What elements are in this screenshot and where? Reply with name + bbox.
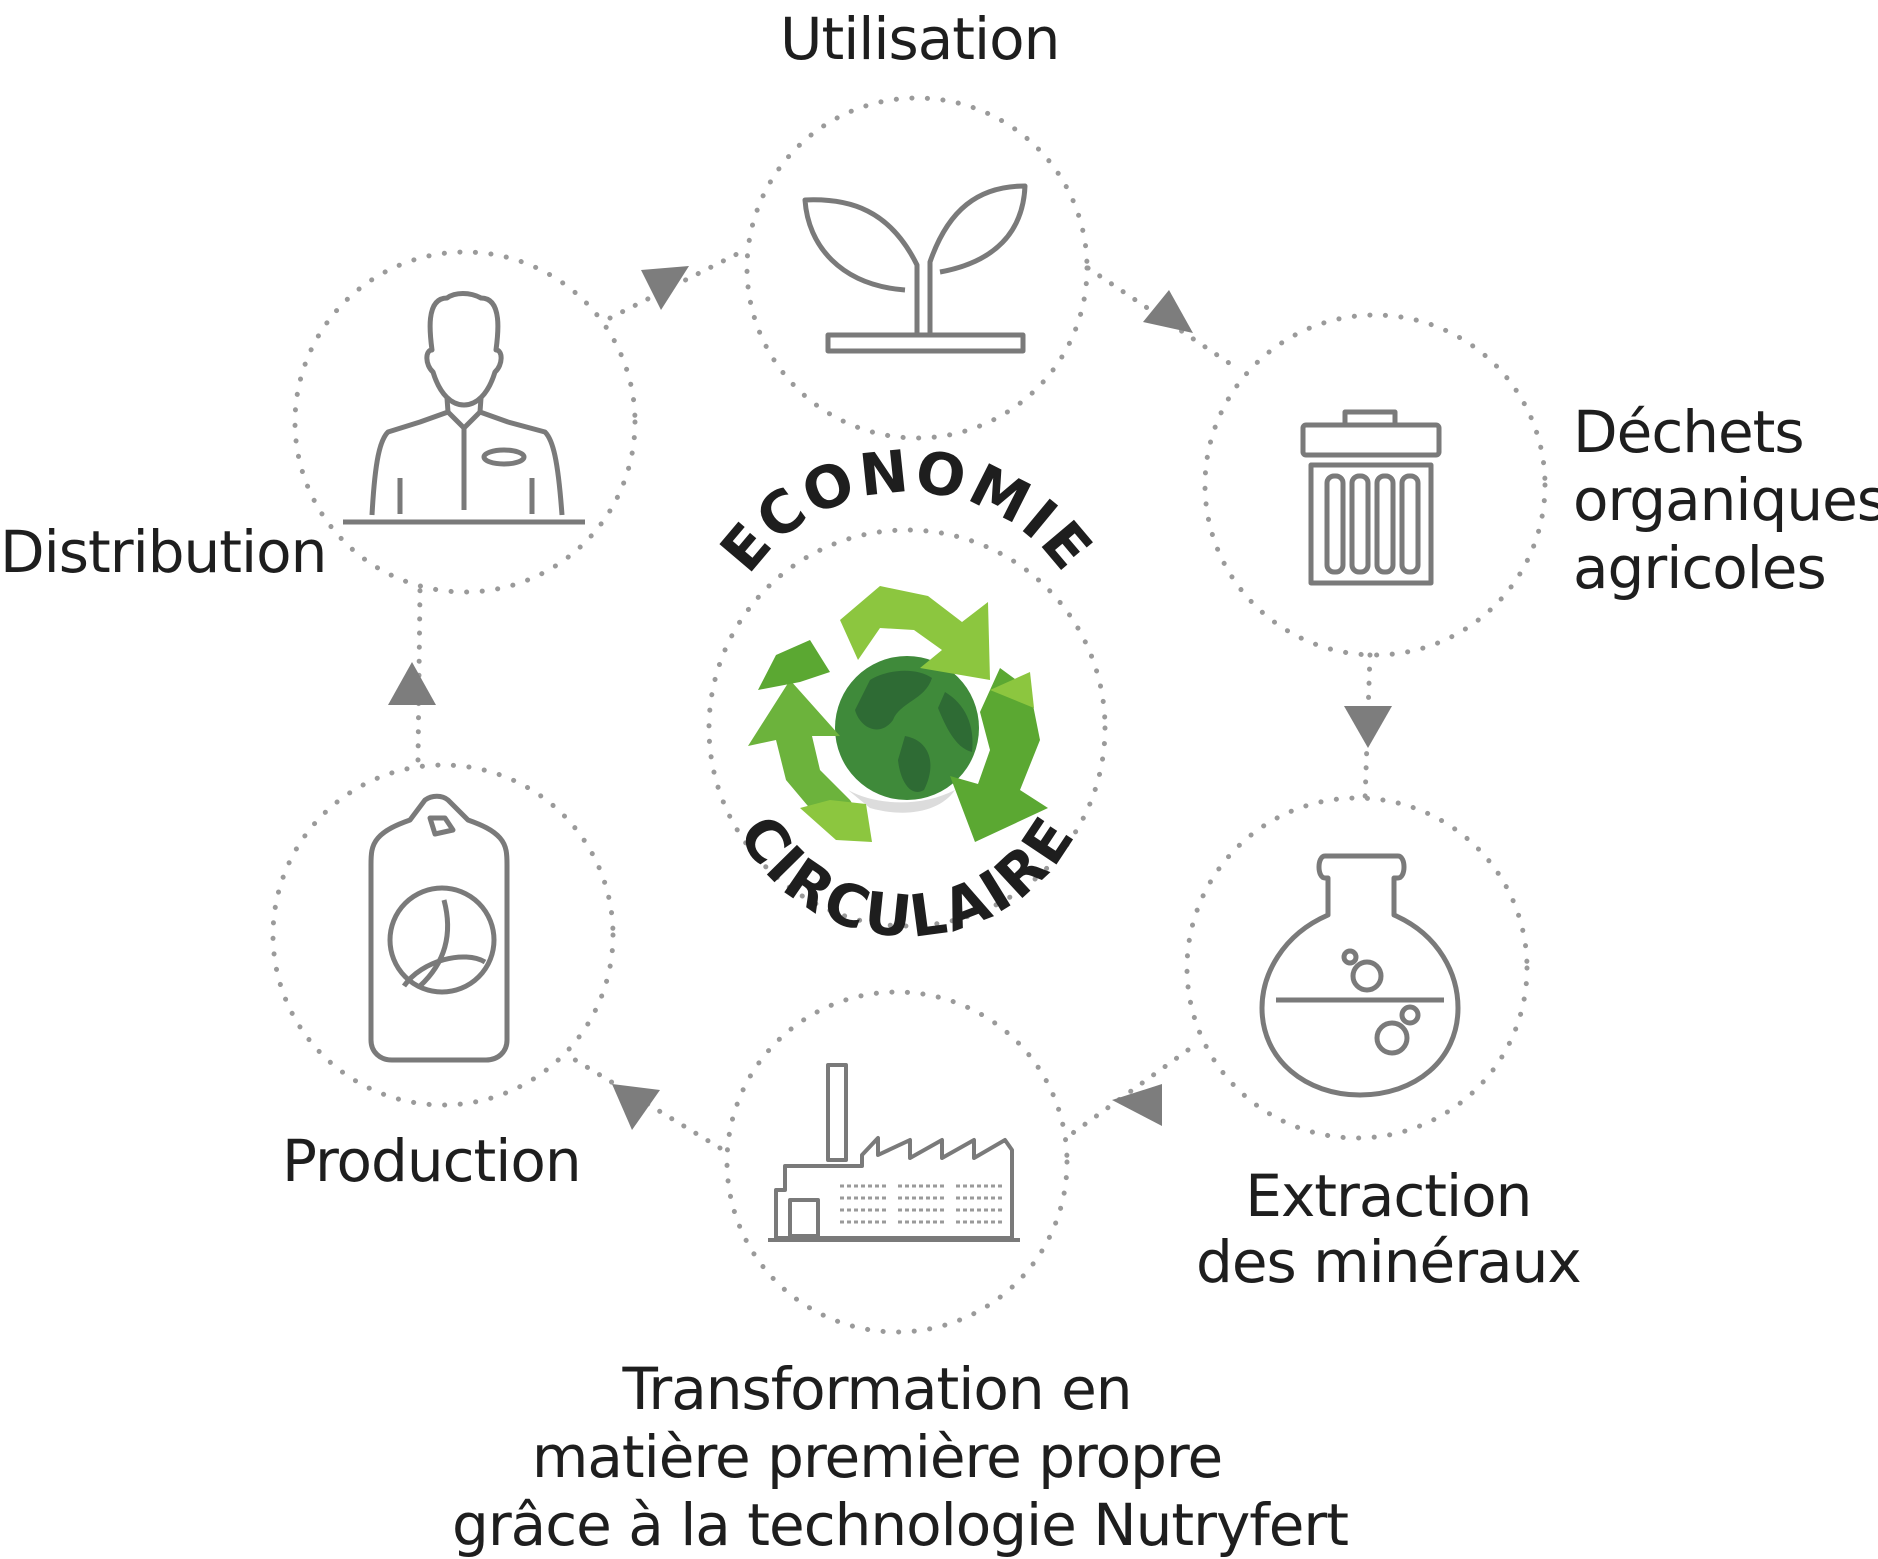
- fertilizer-bag-icon: [368, 793, 510, 1063]
- center-circle: [706, 527, 1108, 929]
- recycle-arrow-top: [840, 586, 990, 680]
- stage-label-distribution: Distribution: [0, 518, 327, 586]
- plant-sprout-icon: [802, 183, 1028, 354]
- node-circle-extraction: [1184, 795, 1530, 1141]
- stage-label-utilisation: Utilisation: [780, 5, 1060, 73]
- arrow-utilisation-to-dechets: [1143, 290, 1193, 333]
- chemistry-flask-icon: [1259, 853, 1461, 1098]
- center-title-bottom: CIRCULAIRE: [725, 803, 1089, 951]
- node-circle-dechets: [1202, 312, 1548, 658]
- arrow-dechets-to-extraction: [1344, 706, 1392, 748]
- arrow-extraction-to-transformation: [1112, 1084, 1162, 1126]
- trash-bin-icon: [1300, 409, 1442, 586]
- recycle-arrow-left: [748, 680, 868, 828]
- salesperson-icon: [343, 291, 585, 525]
- arrow-transformation-to-production: [612, 1084, 660, 1130]
- stage-label-extraction: Extraction des minéraux: [1196, 1162, 1582, 1296]
- stage-label-dechets: Déchets organiques agricoles: [1573, 398, 1878, 602]
- recycle-arrow-right: [950, 668, 1048, 842]
- node-circle-utilisation: [744, 95, 1090, 441]
- node-circle-transformation: [724, 989, 1070, 1335]
- arrow-production-to-distribution: [388, 662, 436, 705]
- recycle-globe-logo: [748, 586, 1048, 842]
- arrow-distribution-to-utilisation: [641, 266, 689, 310]
- stage-label-production: Production: [282, 1127, 582, 1195]
- node-circle-distribution: [292, 249, 638, 595]
- node-circle-production: [270, 762, 616, 1108]
- factory-icon: [768, 1063, 1020, 1242]
- stage-label-transformation: Transformation en matière première propr…: [452, 1355, 1349, 1559]
- center-title-top: ECONOMIE: [707, 437, 1107, 585]
